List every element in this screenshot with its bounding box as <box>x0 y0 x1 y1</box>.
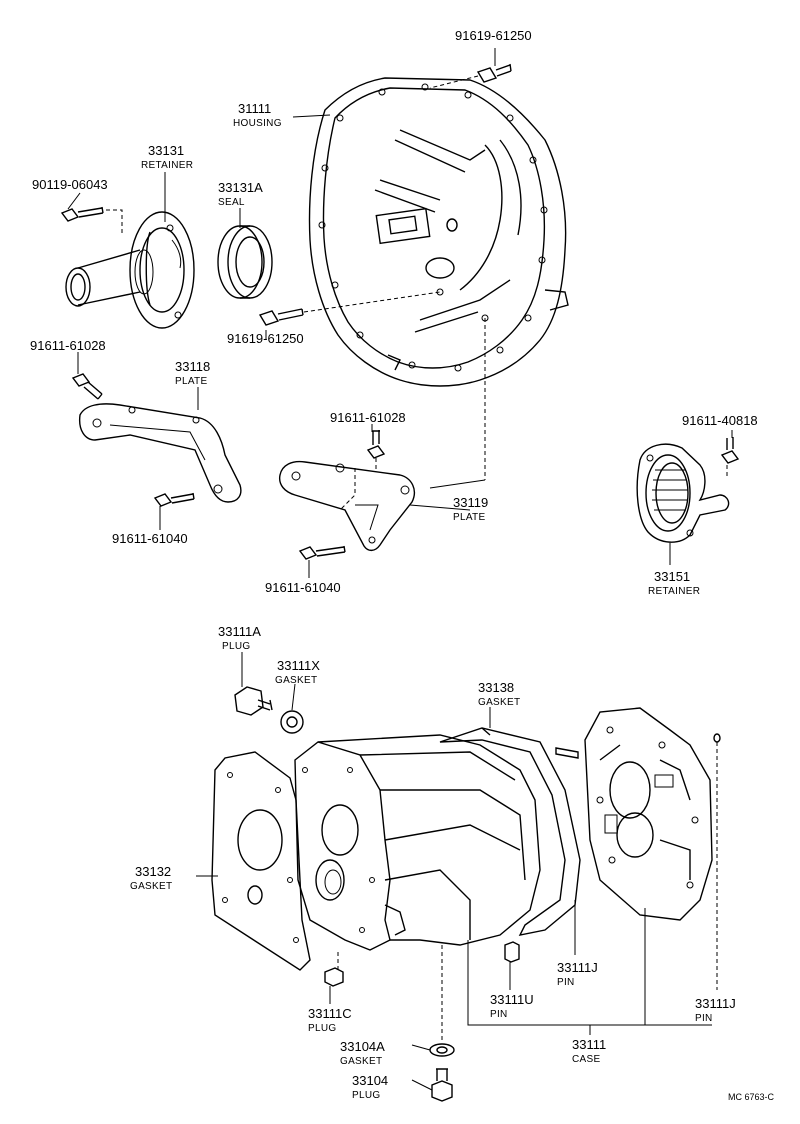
label-drain-plug-name: PLUG <box>352 1090 380 1101</box>
label-top-gasket-name: GASKET <box>275 675 317 686</box>
label-pin-right-a-number: 33111J <box>557 960 598 975</box>
label-rear-retainer-bolt-number: 91611-40818 <box>682 413 758 428</box>
plate-left-drawing <box>78 403 242 503</box>
label-seal-name: SEAL <box>218 197 245 208</box>
rear-retainer-drawing <box>636 443 730 543</box>
retainer-bolt-drawing <box>60 206 123 236</box>
label-center-pin-number: 33111U <box>490 992 534 1007</box>
label-rear-retainer-number: 33151 <box>654 569 690 584</box>
drain-gasket-drawing <box>429 1043 455 1057</box>
transmission-case-drawing <box>294 734 541 951</box>
label-case-number: 33111 <box>572 1037 606 1052</box>
label-top-plug-number: 33111A <box>218 624 261 639</box>
drain-plug-drawing <box>431 1068 453 1102</box>
label-retainer-bolt-number: 90119-06043 <box>32 177 108 192</box>
label-side-plug-number: 33111C <box>308 1006 352 1021</box>
label-front-gasket-number: 33132 <box>135 864 171 879</box>
label-drain-gasket-number: 33104A <box>340 1039 385 1054</box>
clutch-housing-drawing <box>308 77 569 387</box>
leader-lines <box>67 48 733 1091</box>
label-housing-number: 31111 <box>238 101 271 116</box>
plate-right-lower-bolt-drawing <box>298 545 346 560</box>
intermediate-plate-drawing <box>584 707 713 921</box>
side-plug-drawing <box>324 950 344 987</box>
label-plate-right-bolt-number: 91611-61028 <box>330 410 406 425</box>
label-plate-left-bolt-number: 91611-61028 <box>30 338 106 353</box>
label-pin-right-a-name: PIN <box>557 977 575 988</box>
label-top-gasket-number: 33111X <box>277 658 320 673</box>
bolt-top-drawing <box>429 63 512 89</box>
pin-right-drawing <box>713 733 721 990</box>
label-top-plug-name: PLUG <box>222 641 250 652</box>
top-plug-drawing <box>234 686 273 716</box>
figure-code: MC 6763-C <box>728 1092 775 1102</box>
label-front-retainer-number: 33131 <box>148 143 184 158</box>
part-labels: 91619-61250 31111 HOUSING 33131 RETAINER… <box>30 28 775 1102</box>
label-center-pin-name: PIN <box>490 1009 508 1020</box>
label-front-retainer-name: RETAINER <box>141 160 193 171</box>
label-housing-name: HOUSING <box>233 118 282 129</box>
seal-drawing <box>217 225 273 299</box>
pin-small-drawing <box>555 747 579 759</box>
label-rear-gasket-name: GASKET <box>478 697 520 708</box>
plate-left-bolt-drawing <box>71 373 103 400</box>
label-plate-right-name: PLATE <box>453 512 485 523</box>
plate-right-bolt-drawing <box>339 430 386 511</box>
front-gasket-drawing <box>211 751 311 971</box>
label-plate-left-lower-bolt-number: 91611-61040 <box>112 531 188 546</box>
plate-right-drawing <box>278 460 416 552</box>
plate-left-lower-bolt-drawing <box>153 492 195 507</box>
housing-bolt-lower-drawing <box>258 291 441 326</box>
label-plate-right-lower-bolt-number: 91611-61040 <box>265 580 341 595</box>
center-pin-drawing <box>504 941 520 963</box>
label-pin-right-b-name: PIN <box>695 1013 713 1024</box>
label-drain-plug-number: 33104 <box>352 1073 388 1088</box>
label-front-gasket-name: GASKET <box>130 881 172 892</box>
label-pin-right-b-number: 33111J <box>695 996 736 1011</box>
label-rear-retainer-name: RETAINER <box>648 586 700 597</box>
label-rear-gasket-number: 33138 <box>478 680 514 695</box>
label-seal-number: 33131A <box>218 180 263 195</box>
label-plate-left-number: 33118 <box>175 359 210 374</box>
label-housing-bolt-lower-number: 91619-61250 <box>227 331 304 346</box>
label-bolt-top-number: 91619-61250 <box>455 28 532 43</box>
rear-gasket-drawing <box>439 727 581 936</box>
rear-retainer-bolt-drawing <box>720 437 740 478</box>
top-gasket-drawing <box>280 710 304 734</box>
label-case-name: CASE <box>572 1054 600 1065</box>
front-retainer-drawing <box>65 211 195 329</box>
label-side-plug-name: PLUG <box>308 1023 336 1034</box>
label-plate-right-number: 33119 <box>453 495 488 510</box>
label-plate-left-name: PLATE <box>175 376 207 387</box>
label-drain-gasket-name: GASKET <box>340 1056 382 1067</box>
